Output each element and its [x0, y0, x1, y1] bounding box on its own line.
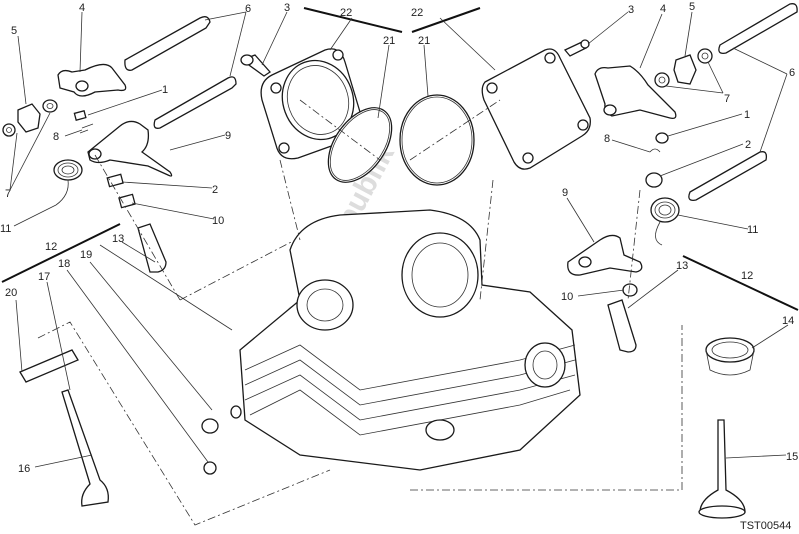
callout-8-right: 8: [604, 133, 610, 145]
callout-16: 16: [18, 463, 30, 475]
right-washers-7: [654, 48, 713, 88]
right-bushing-5: [673, 54, 697, 85]
callout-19: 19: [80, 249, 92, 261]
callout-22: 22: [340, 7, 352, 19]
left-bushing-5: [17, 103, 41, 133]
callout-3-right: 3: [628, 4, 634, 16]
cylinder-head: [239, 209, 581, 471]
callout-labels: 4 5 6 3 1 8 9 2 7 10 11 12 13 19 18 17 2…: [0, 1, 798, 475]
callout-10: 10: [212, 215, 224, 227]
callout-21-right: 21: [418, 35, 430, 47]
callout-5-right: 5: [689, 1, 695, 13]
left-cover-22: [260, 48, 362, 160]
left-rocker-shaft-upper: [124, 16, 211, 71]
left-rocker-arm-lower: [87, 120, 173, 177]
callout-1: 1: [162, 84, 168, 96]
callout-18: 18: [58, 258, 70, 270]
callout-14: 14: [782, 315, 794, 327]
left-spring-11: [53, 159, 83, 206]
guide-20: [19, 349, 79, 383]
left-bolt-3: [240, 54, 271, 77]
callout-4-right: 4: [660, 3, 666, 15]
callout-13: 13: [112, 233, 124, 245]
callout-2-right: 2: [745, 139, 751, 151]
right-cover-22: [481, 48, 591, 170]
valve-16: [61, 389, 109, 507]
callout-12-right: 12: [741, 270, 753, 282]
callout-22-right: 22: [411, 7, 423, 19]
left-small-parts: [73, 110, 167, 273]
callout-7: 7: [5, 188, 11, 200]
right-oring-21: [399, 94, 475, 186]
right-bolt-3: [563, 39, 590, 57]
right-rocker-shaft-lower: [688, 151, 768, 201]
right-small-parts: [607, 132, 669, 353]
callout-8: 8: [53, 131, 59, 143]
left-washers-7: [2, 99, 58, 137]
right-spring-11: [650, 197, 680, 246]
callout-3: 3: [284, 2, 290, 14]
callout-4: 4: [79, 2, 85, 14]
bolts-17-18-19: [201, 405, 242, 475]
callout-5: 5: [11, 25, 17, 37]
callout-17: 17: [38, 271, 50, 283]
callout-11-right: 11: [747, 224, 758, 236]
right-rocker-arm-upper: [594, 65, 677, 120]
callout-7-right: 7: [724, 93, 730, 105]
callout-2: 2: [212, 184, 218, 196]
callout-10-right: 10: [561, 291, 573, 303]
callout-20: 20: [5, 287, 17, 299]
callout-13-right: 13: [676, 260, 688, 272]
callout-6: 6: [245, 3, 251, 15]
left-rocker-arm-upper: [57, 63, 127, 97]
callout-15: 15: [786, 451, 798, 463]
left-rocker-shaft-lower: [153, 76, 237, 129]
drawing-code: TST00544: [740, 520, 791, 532]
callout-21: 21: [383, 35, 395, 47]
callout-1-right: 1: [744, 109, 750, 121]
callout-9: 9: [225, 130, 231, 142]
callout-9-right: 9: [562, 187, 568, 199]
right-rocker-shaft-upper: [718, 3, 798, 54]
leader-lines: [9, 11, 789, 468]
valve-15: [698, 419, 746, 519]
callout-12: 12: [45, 241, 57, 253]
right-rocker-arm-lower: [567, 234, 643, 276]
callout-11: 11: [0, 223, 11, 235]
valve-seat-14: [705, 337, 755, 376]
callout-6-right: 6: [789, 67, 795, 79]
